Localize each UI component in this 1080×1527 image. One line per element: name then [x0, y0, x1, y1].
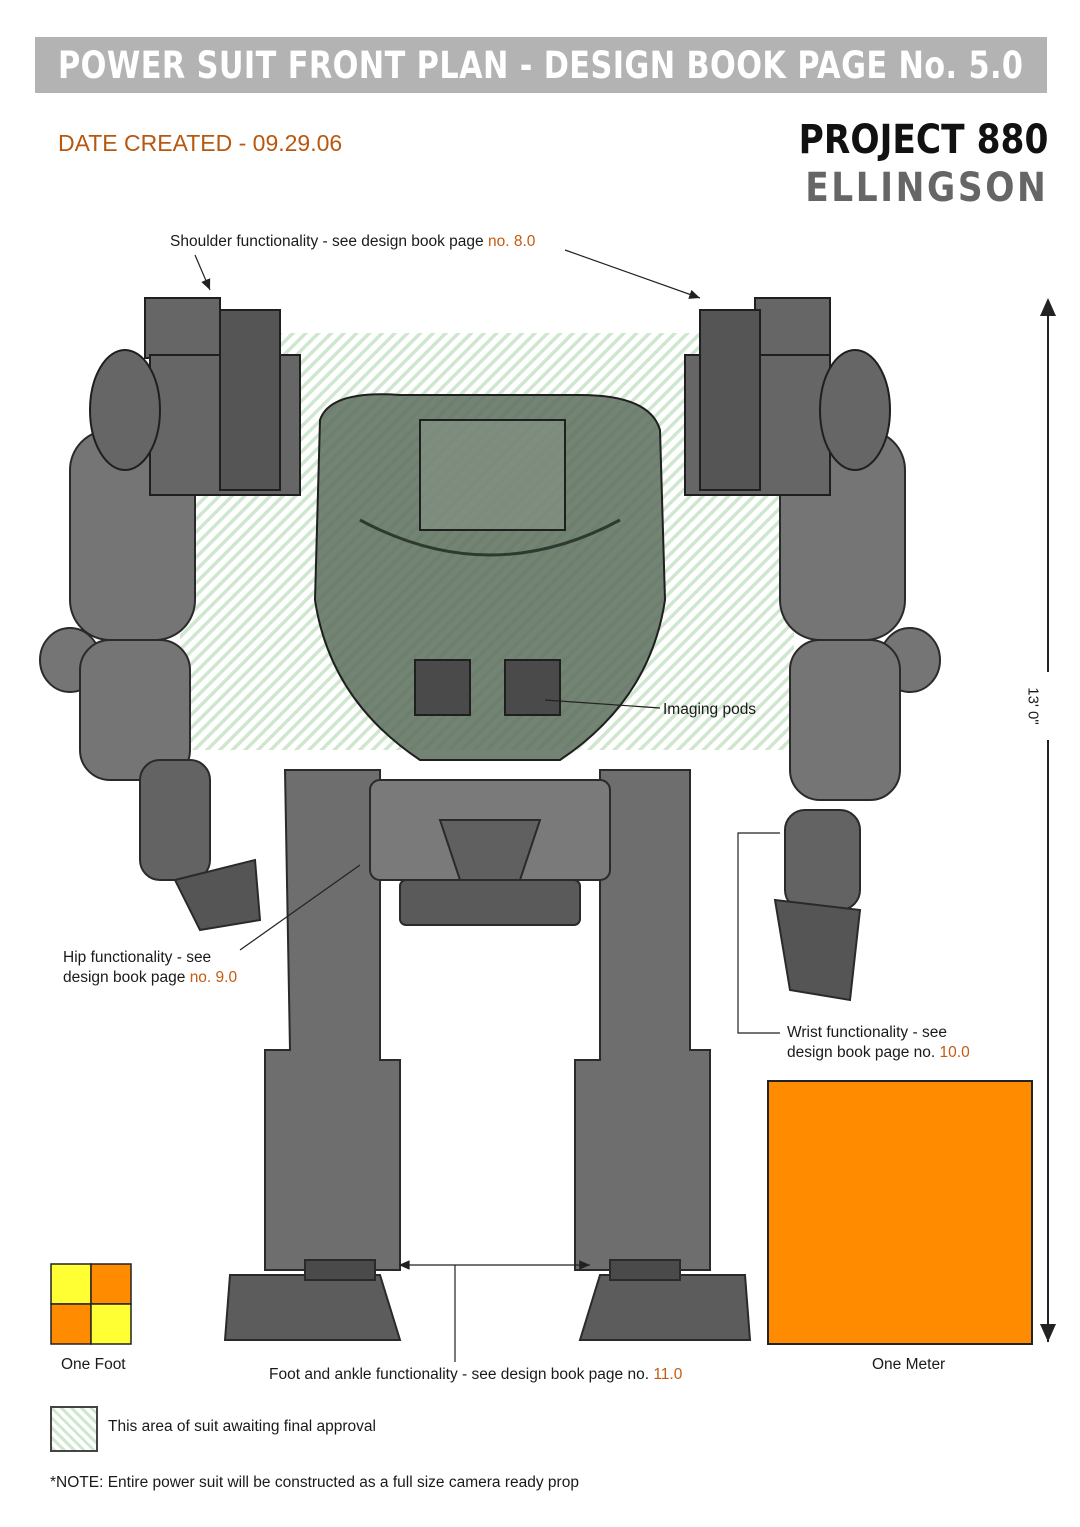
right-arm: [773, 429, 941, 1002]
wrist-annotation: Wrist functionality - see design book pa…: [787, 1023, 970, 1063]
wrist-annotation-line1: Wrist functionality - see: [787, 1024, 947, 1041]
left-leg: [223, 769, 402, 1341]
imaging-pods-label: Imaging pods: [663, 701, 757, 718]
page-title: POWER SUIT FRONT PLAN - DESIGN BOOK PAGE…: [58, 44, 1024, 87]
hip-annotation-line2: design book page no. 9.0: [63, 968, 237, 988]
foot-page-ref: 11.0: [653, 1366, 683, 1383]
hip-annotation: Hip functionality - see design book page…: [63, 948, 237, 988]
wrist-annotation-line2: design book page no. 10.0: [787, 1043, 970, 1063]
shoulder-annotation: Shoulder functionality - see design book…: [170, 232, 535, 252]
one-foot-scale: [50, 1263, 132, 1345]
shoulder-annotation-text: Shoulder functionality - see design book…: [170, 233, 488, 250]
hip-annotation-line1: Hip functionality - see: [63, 949, 212, 966]
one-meter-scale: [767, 1080, 1033, 1345]
approval-legend-swatch: [50, 1406, 98, 1452]
project-number: PROJECT 880: [798, 117, 1048, 163]
wrist-annotation-text: design book page no.: [787, 1044, 940, 1061]
foot-annotation: Foot and ankle functionality - see desig…: [269, 1365, 682, 1385]
imaging-leader: [544, 699, 661, 709]
wrist-page-ref: 10.0: [939, 1044, 970, 1061]
shoulder-leader-right: [564, 249, 701, 299]
one-foot-label: One Foot: [61, 1356, 126, 1373]
right-shoulder: [684, 297, 891, 496]
shoulder-leader-left: [194, 254, 211, 291]
project-block: PROJECT 880 ELLINGSON: [758, 117, 1048, 213]
height-label: 13' 0": [1024, 687, 1042, 725]
cockpit-canopy: [313, 393, 667, 761]
footnote: *NOTE: Entire power suit will be constru…: [50, 1474, 579, 1491]
left-arm: [39, 429, 262, 932]
wrist-leader: [737, 832, 780, 1034]
shoulder-page-ref: no. 8.0: [487, 233, 536, 250]
author-name: ELLINGSON: [804, 165, 1048, 211]
hip-assembly: [369, 779, 611, 926]
date-created: DATE CREATED - 09.29.06: [58, 130, 343, 156]
hip-annotation-text: design book page: [63, 969, 190, 986]
hip-page-ref: no. 9.0: [189, 969, 238, 986]
title-banner: [35, 37, 1047, 93]
one-meter-label: One Meter: [872, 1356, 946, 1373]
foot-annotation-text: Foot and ankle functionality - see desig…: [269, 1366, 654, 1383]
hip-leader: [239, 864, 361, 951]
right-leg: [574, 769, 752, 1341]
left-shoulder: [89, 297, 301, 496]
approval-legend-label: This area of suit awaiting final approva…: [108, 1418, 376, 1435]
